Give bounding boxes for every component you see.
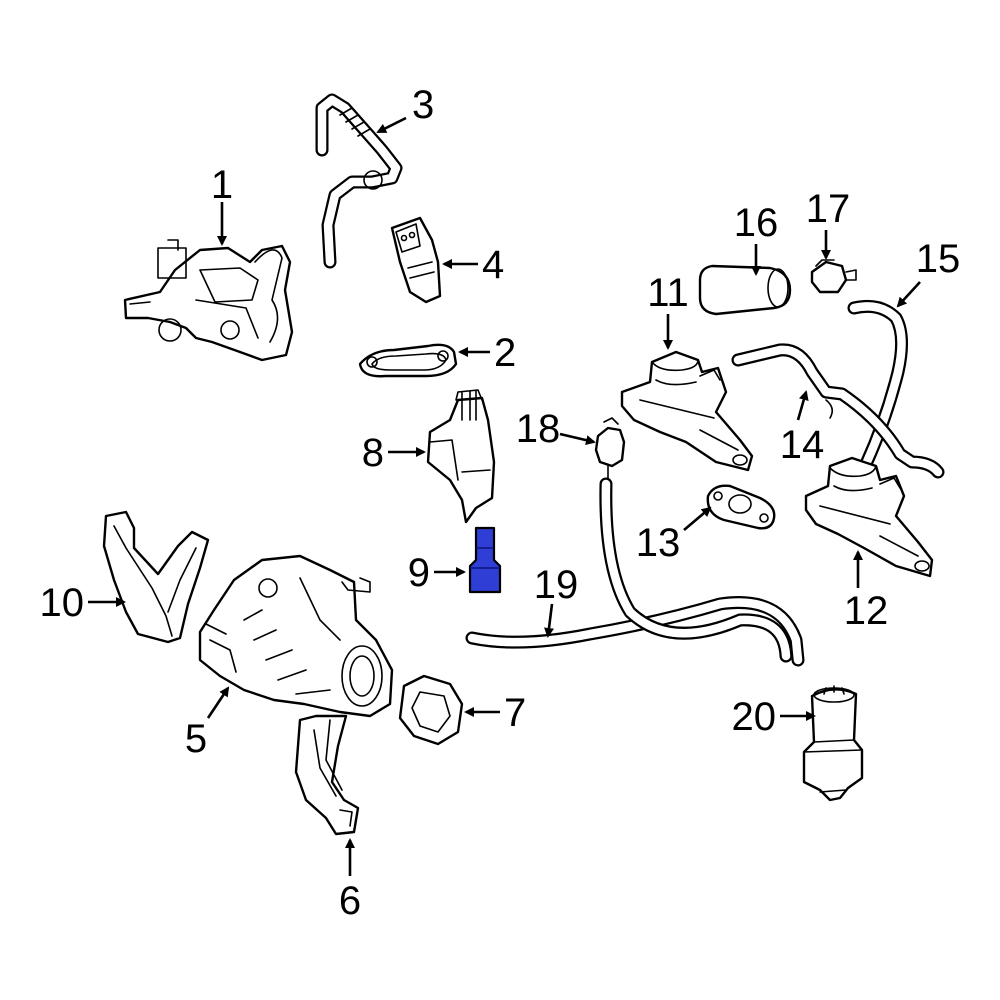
callout-16: 16: [734, 201, 779, 276]
part-19-hose[interactable]: [465, 477, 805, 667]
callout-label: 20: [732, 695, 777, 739]
part-14-pipe[interactable]: [731, 343, 945, 479]
callout-4: 4: [442, 243, 504, 287]
callout-6: 6: [339, 838, 361, 923]
callout-label: 1: [211, 163, 233, 207]
callout-8: 8: [362, 431, 426, 475]
callout-5: 5: [185, 686, 230, 761]
part-2-gasket[interactable]: [358, 343, 458, 378]
part-3-hose[interactable]: [315, 93, 403, 269]
part-7-collar[interactable]: [398, 674, 464, 746]
callout-11: 11: [647, 271, 689, 350]
callout-7: 7: [464, 691, 526, 735]
callout-9: 9: [408, 551, 466, 595]
callout-label: 11: [647, 271, 689, 315]
callout-label: 17: [806, 187, 851, 231]
callout-13: 13: [636, 506, 712, 565]
part-13-gasket[interactable]: [706, 484, 776, 530]
callout-2: 2: [458, 331, 516, 375]
callout-label: 2: [494, 331, 516, 375]
part-5-pump-body[interactable]: [198, 554, 394, 718]
callout-15: 15: [896, 237, 961, 308]
callout-10: 10: [40, 581, 126, 625]
callout-label: 14: [780, 423, 825, 467]
part-4-sensor[interactable]: [390, 216, 442, 304]
callout-14: 14: [780, 390, 825, 467]
part-16-tube[interactable]: [698, 264, 792, 316]
part-9-connector[interactable]: [468, 526, 502, 594]
callout-label: 8: [362, 431, 384, 475]
callout-18: 18: [516, 407, 596, 451]
part-17-fitting[interactable]: [810, 259, 857, 294]
callout-label: 9: [408, 551, 430, 595]
part-18-check-valve[interactable]: [594, 417, 626, 479]
callout-label: 19: [534, 563, 579, 607]
callout-3: 3: [376, 83, 434, 134]
callout-label: 12: [844, 589, 889, 633]
callout-12: 12: [844, 550, 889, 633]
callout-1: 1: [211, 163, 233, 246]
part-8-solenoid-valve[interactable]: [426, 389, 496, 524]
part-11-valve[interactable]: [620, 350, 754, 472]
callout-label: 10: [40, 581, 85, 625]
callout-20: 20: [732, 695, 816, 739]
callout-label: 5: [185, 717, 207, 761]
callout-17: 17: [806, 187, 851, 260]
callout-label: 6: [339, 879, 361, 923]
callout-label: 15: [916, 237, 961, 281]
callout-label: 18: [516, 407, 561, 451]
part-6-bracket[interactable]: [294, 714, 360, 836]
callout-19: 19: [534, 563, 579, 638]
callout-label: 16: [734, 201, 779, 245]
part-1-air-pump[interactable]: [123, 239, 294, 362]
part-20-pressure-sensor[interactable]: [802, 685, 864, 802]
part-12-valve[interactable]: [804, 456, 934, 578]
callout-label: 3: [412, 83, 434, 127]
callout-label: 13: [636, 521, 681, 565]
part-10-heat-shield[interactable]: [102, 510, 210, 644]
callout-label: 7: [504, 691, 526, 735]
callout-label: 4: [482, 243, 504, 287]
